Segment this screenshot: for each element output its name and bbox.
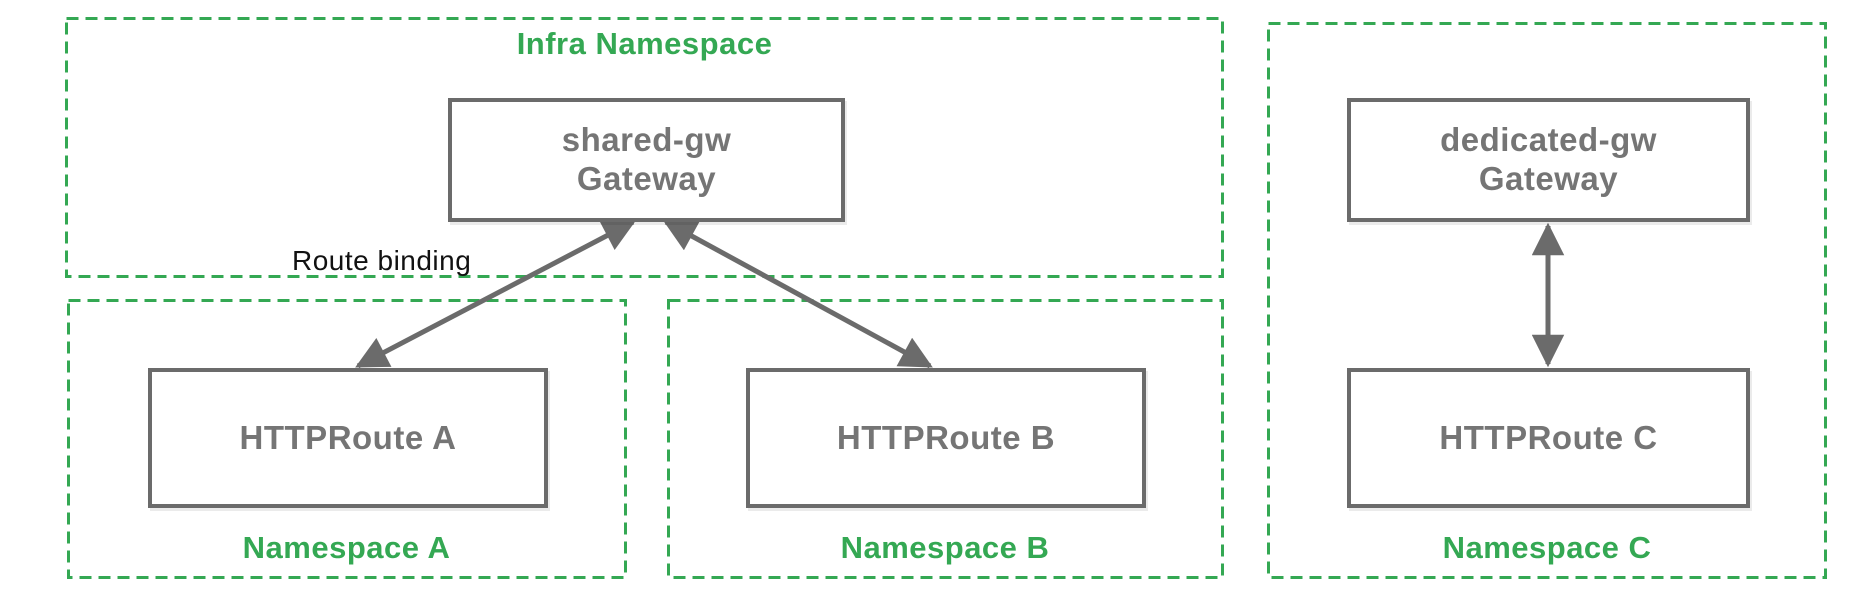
httproute-a-node: HTTPRoute A — [148, 368, 548, 508]
httproute-b-label: HTTPRoute B — [836, 418, 1056, 456]
shared-gateway-kind: Gateway — [576, 160, 717, 197]
dedicated-gateway-kind: Gateway — [1478, 160, 1619, 197]
route-b-binding-arrow — [663, 219, 933, 369]
namespace-b-title: Namespace B — [840, 530, 1050, 565]
route-binding-edge-label: Route binding — [292, 245, 472, 276]
route-a-binding-arrow — [355, 219, 636, 369]
httproute-c-node: HTTPRoute C — [1347, 368, 1750, 508]
namespace-c-title: Namespace C — [1442, 530, 1652, 565]
shared-gateway-node: shared-gw Gateway — [448, 98, 845, 222]
namespace-a-title: Namespace A — [242, 530, 451, 565]
dedicated-gateway-name: dedicated-gw — [1440, 121, 1657, 159]
infra-namespace-title: Infra Namespace — [516, 26, 773, 61]
httproute-a-label: HTTPRoute A — [239, 418, 457, 456]
dedicated-gateway-node: dedicated-gw Gateway — [1347, 98, 1750, 222]
shared-gateway-name: shared-gw — [561, 121, 732, 159]
httproute-c-label: HTTPRoute C — [1439, 418, 1658, 456]
httproute-b-node: HTTPRoute B — [746, 368, 1146, 508]
